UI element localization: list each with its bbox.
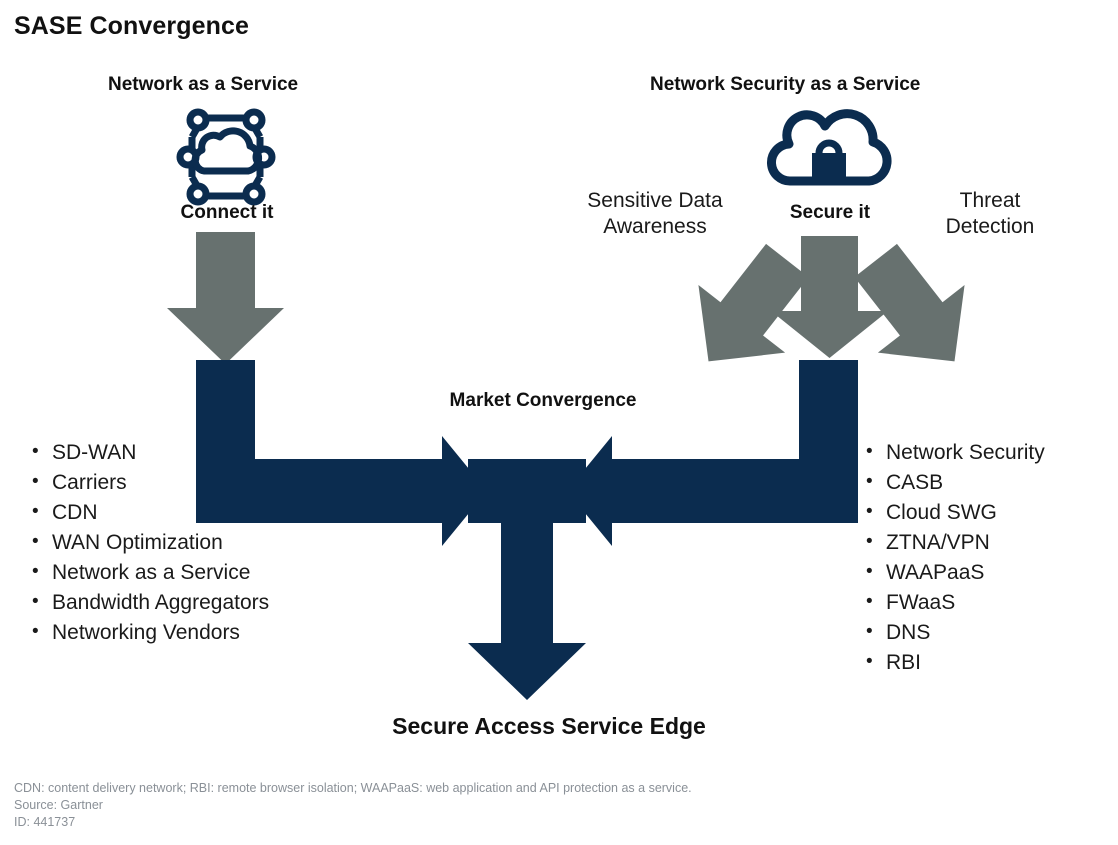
footnote: CDN: content delivery network; RBI: remo… [14,780,692,831]
list-item: CASB [862,467,1045,498]
list-item: DNS [862,617,1045,648]
gray-arrow-sensitive-data [698,243,809,362]
icon-caption-connect-it: Connect it [180,202,274,223]
label-threat-detection-line2: Detection [945,215,1035,238]
list-network-security-as-a-service: Network SecurityCASBCloud SWGZTNA/VPNWAA… [862,437,1045,678]
label-secure-access-service-edge: Secure Access Service Edge [392,713,706,739]
gray-arrow-secure [771,236,888,358]
navy-arrow-right-bend [567,360,858,546]
gray-arrow-threat-detection [854,243,965,362]
label-threat-detection-line1: Threat [959,189,1021,212]
list-item: WAN Optimization [28,527,269,558]
label-threat-detection: Threat Detection [900,188,1080,240]
label-sensitive-data-line1: Sensitive Data [587,189,723,212]
list-network-as-a-service: SD-WANCarriersCDNWAN OptimizationNetwork… [28,437,269,648]
list-item: ZTNA/VPN [862,527,1045,558]
footnote-source: Source: Gartner [14,798,103,812]
list-item: Bandwidth Aggregators [28,587,269,618]
footnote-id: ID: 441737 [14,815,76,829]
list-item: CDN [28,497,269,528]
list-item: RBI [862,647,1045,678]
gray-arrow-connect [167,232,284,364]
list-item: SD-WAN [28,437,269,468]
list-item: Network as a Service [28,557,269,588]
list-item: Carriers [28,467,269,498]
list-item: Network Security [862,437,1045,468]
list-item: FWaaS [862,587,1045,618]
label-market-convergence: Market Convergence [449,390,637,411]
column-heading-network: Network as a Service [108,74,299,95]
network-cloud-hexagon-icon [176,108,276,206]
list-item: Networking Vendors [28,617,269,648]
cloud-lock-icon [766,109,892,186]
label-sensitive-data-line2: Awareness [603,215,707,238]
list-item: Cloud SWG [862,497,1045,528]
list-item: WAAPaaS [862,557,1045,588]
icon-caption-secure-it: Secure it [789,202,871,223]
navy-arrow-down-convergence [468,459,586,700]
page-title: SASE Convergence [14,12,250,40]
column-heading-network-security: Network Security as a Service [650,74,921,95]
footnote-acronyms: CDN: content delivery network; RBI: remo… [14,781,692,795]
label-sensitive-data-awareness: Sensitive Data Awareness [560,188,750,240]
